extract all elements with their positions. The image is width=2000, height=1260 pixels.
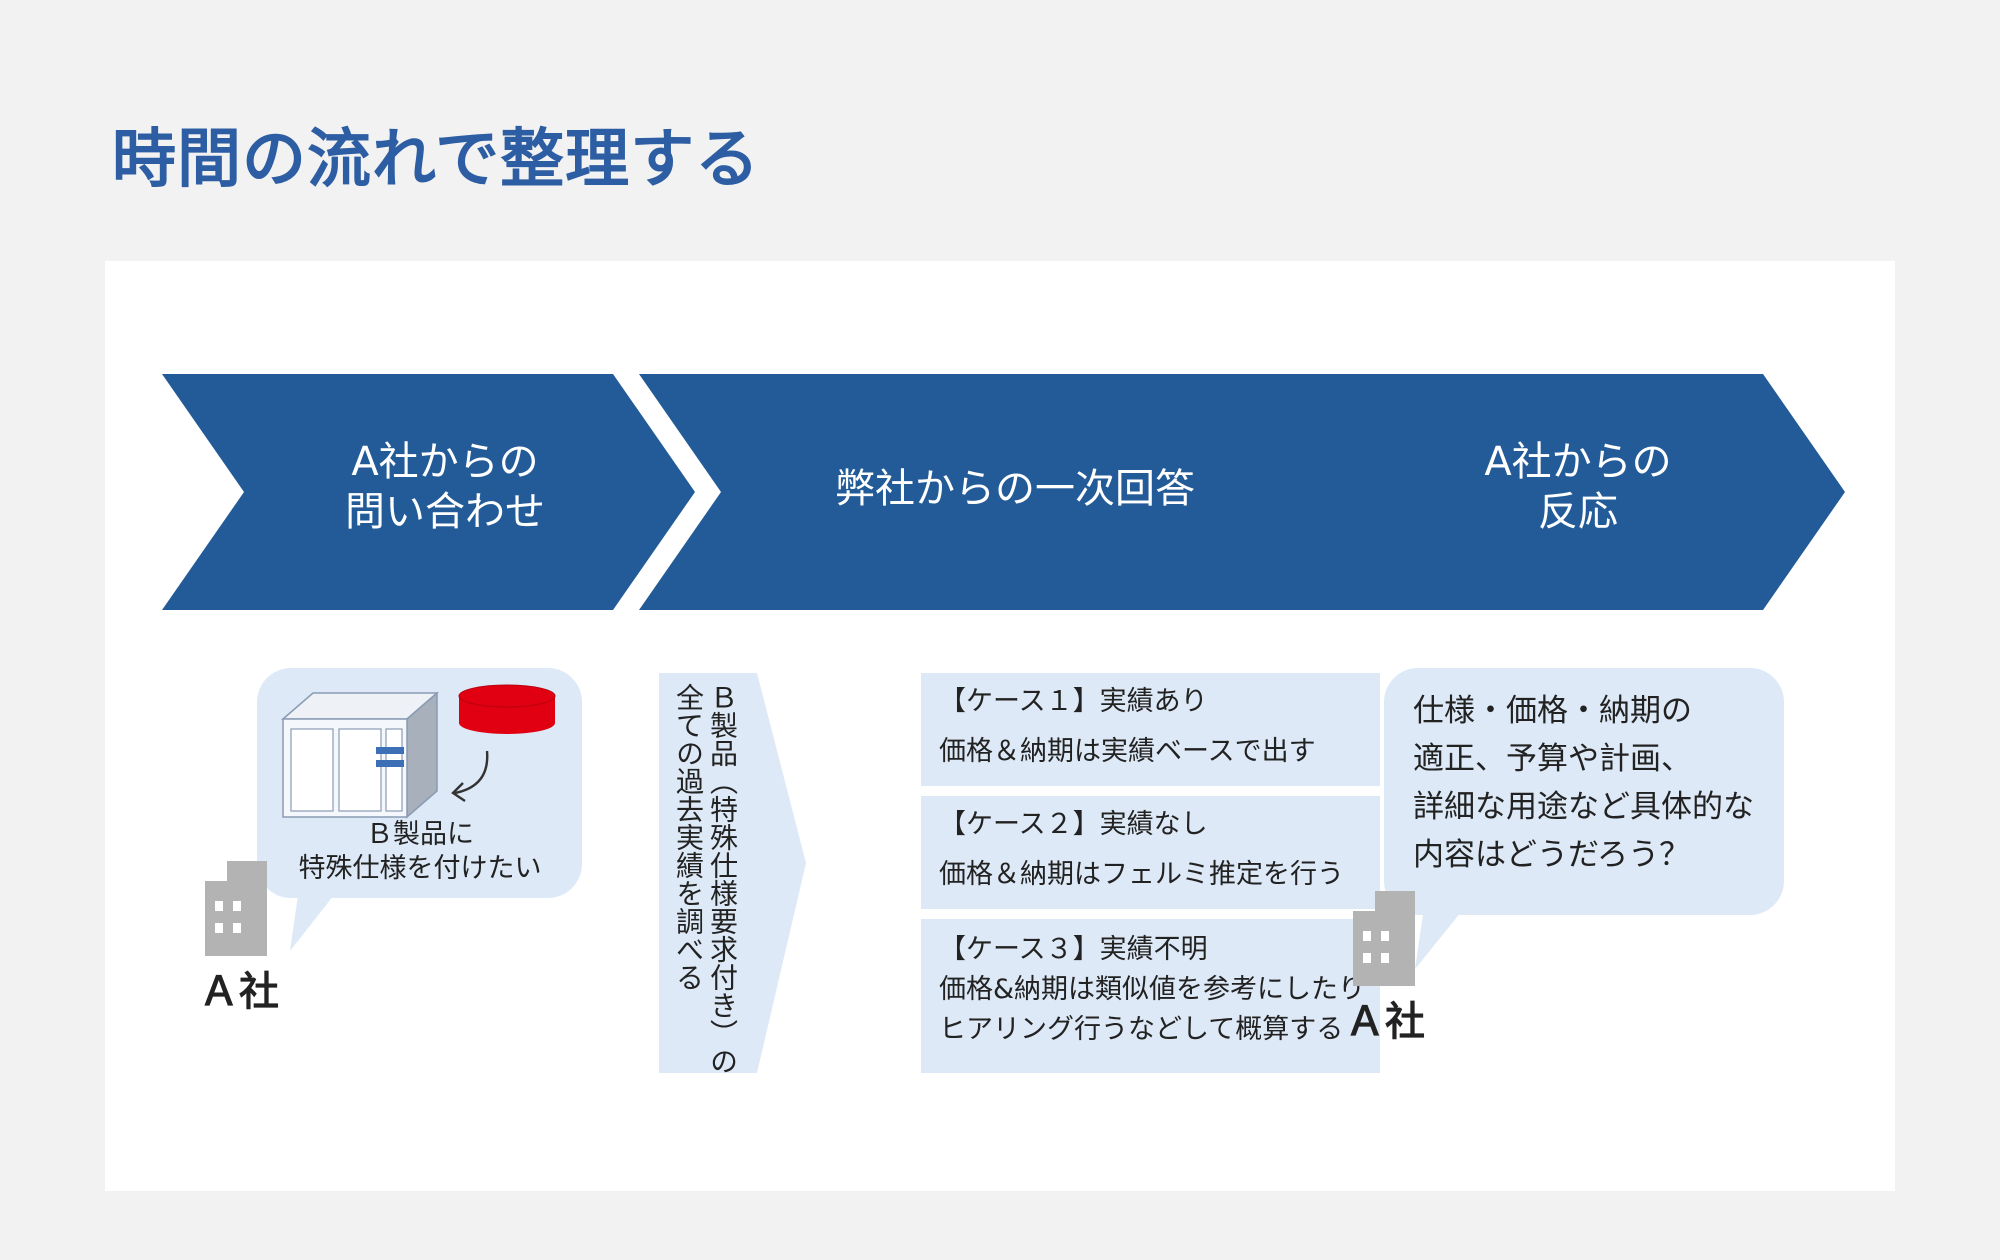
building-icon bbox=[205, 861, 267, 956]
case-1-body: 価格＆納期は実績ベースで出す bbox=[939, 736, 1316, 767]
case-3-body-line-2: ヒアリング行うなどして概算する bbox=[939, 1014, 1344, 1045]
company-label-right: Ａ社 bbox=[1345, 999, 1425, 1045]
curved-arrow-icon bbox=[451, 750, 489, 802]
company-label-left: Ａ社 bbox=[199, 969, 279, 1015]
case-2-body: 価格＆納期はフェルミ推定を行う bbox=[939, 859, 1344, 890]
research-panel bbox=[659, 673, 806, 1073]
case-1-title: 【ケース１】実績あり bbox=[939, 686, 1208, 717]
research-text-line-2: 全ての過去実績を調べる bbox=[672, 683, 705, 991]
diagram-card: A社からの 問い合わせ 弊社からの一次回答 A社からの 反応 Ｂ製品に 特殊仕様… bbox=[105, 261, 1895, 1191]
chevron-step-1-label: A社からの 問い合わせ bbox=[345, 439, 545, 535]
page-title: 時間の流れで整理する bbox=[112, 123, 761, 197]
building-icon bbox=[1353, 891, 1415, 986]
case-box-1: 【ケース１】実績あり 価格＆納期は実績ベースで出す bbox=[921, 673, 1380, 786]
chevron-step-3 bbox=[1312, 374, 1845, 610]
case-box-3: 【ケース３】実績不明 価格&納期は類似値を参考にしたり ヒアリング行うなどして概… bbox=[921, 919, 1380, 1073]
case-3-body-line-1: 価格&納期は類似値を参考にしたり bbox=[939, 974, 1366, 1005]
chevron-step-1 bbox=[162, 374, 695, 610]
machine-icon bbox=[280, 691, 440, 819]
chevron-step-3-label: A社からの 反応 bbox=[1484, 439, 1672, 535]
chevron-step-2-label: 弊社からの一次回答 bbox=[835, 466, 1195, 512]
chevron-step-2 bbox=[639, 374, 1402, 610]
flow-chevrons bbox=[162, 374, 1845, 610]
case-box-2: 【ケース２】実績なし 価格＆納期はフェルミ推定を行う bbox=[921, 796, 1380, 909]
reaction-bubble-text: 仕様・価格・納期の 適正、予算や計画、 詳細な用途など具体的な 内容はどうだろう… bbox=[1413, 693, 1754, 873]
reaction-bubble-tail bbox=[1415, 901, 1470, 969]
case-2-title: 【ケース２】実績なし bbox=[939, 809, 1208, 840]
cylinder-icon bbox=[458, 684, 556, 734]
reaction-bubble bbox=[1384, 668, 1784, 915]
inquiry-bubble-text: Ｂ製品に 特殊仕様を付けたい bbox=[298, 819, 542, 884]
research-text-line-1: Ｂ製品（特殊仕様要求付き）の bbox=[706, 683, 739, 1075]
inquiry-bubble-tail bbox=[290, 881, 345, 951]
case-3-title: 【ケース３】実績不明 bbox=[939, 934, 1208, 965]
